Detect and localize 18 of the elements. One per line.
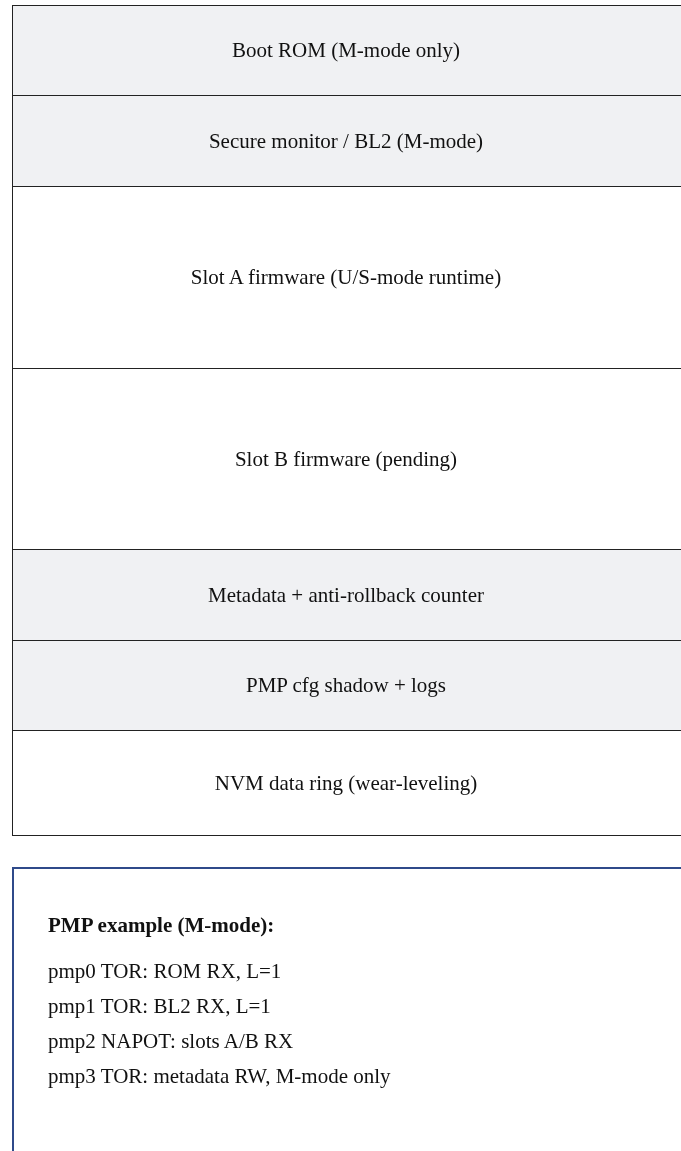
memory-region xyxy=(12,640,681,731)
note-heading: PMP example (M-mode): xyxy=(48,913,276,938)
note-line: pmp1 TOR: BL2 RX, L=1 xyxy=(48,993,272,1020)
memory-region xyxy=(12,95,681,187)
region-label: Boot ROM (M-mode only) xyxy=(231,38,461,63)
memory-region xyxy=(12,5,681,96)
memory-region xyxy=(12,549,681,641)
note-line: pmp0 TOR: ROM RX, L=1 xyxy=(48,958,283,985)
region-label: Slot A firmware (U/S-mode runtime) xyxy=(190,265,502,290)
note-box xyxy=(12,867,681,1151)
region-label: PMP cfg shadow + logs xyxy=(245,673,447,698)
region-label: Metadata + anti-rollback counter xyxy=(208,582,484,608)
note-line: pmp3 TOR: metadata RW, M-mode only xyxy=(48,1063,392,1090)
memory-region xyxy=(12,730,681,836)
region-label: NVM data ring (wear-leveling) xyxy=(214,770,478,796)
note-line: pmp2 NAPOT: slots A/B RX xyxy=(48,1028,295,1055)
region-label: Slot B firmware (pending) xyxy=(234,446,458,472)
region-label: Secure monitor / BL2 (M-mode) xyxy=(208,128,484,154)
